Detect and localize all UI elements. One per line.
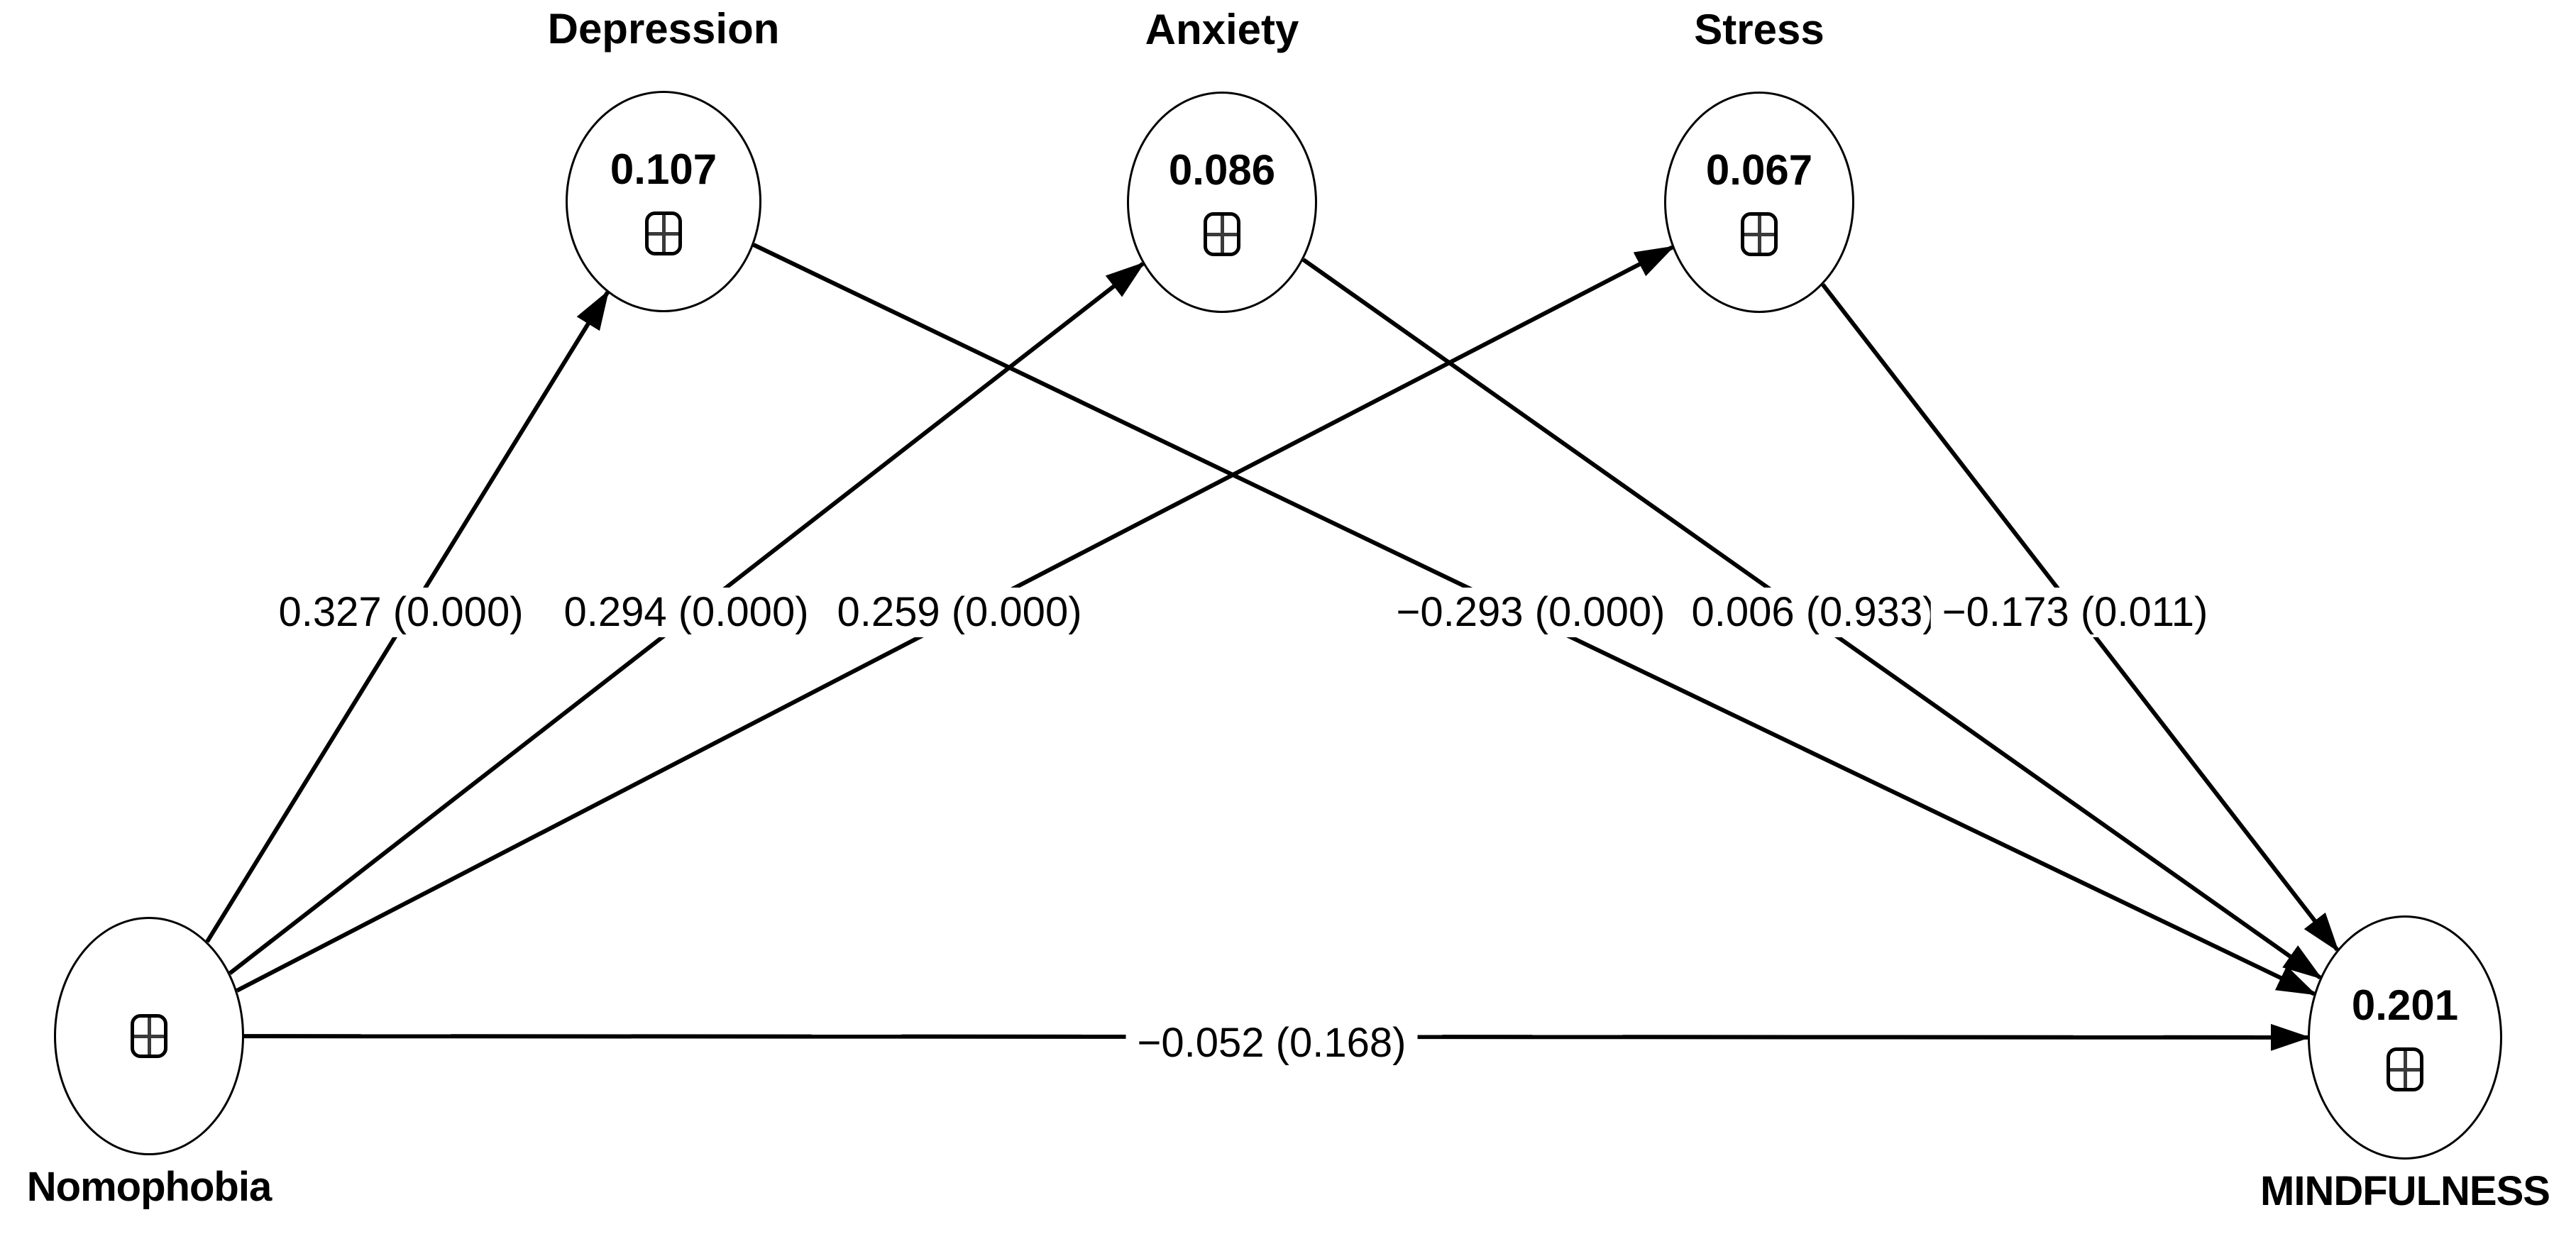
- path-coefficient-nomophobia-anxiety: 0.294 (0.000): [552, 588, 820, 637]
- expand-plus-icon[interactable]: [2387, 1047, 2423, 1091]
- node-r2-value: 0.086: [1168, 146, 1276, 194]
- node-nomophobia[interactable]: [54, 917, 244, 1155]
- expand-plus-icon[interactable]: [645, 211, 682, 255]
- node-depression[interactable]: 0.107: [566, 91, 761, 312]
- expand-plus-icon[interactable]: [1204, 212, 1240, 256]
- node-label-stress: Stress: [1694, 6, 1824, 53]
- node-r2-value: 0.067: [1705, 146, 1813, 194]
- node-stress[interactable]: 0.067: [1664, 92, 1854, 313]
- path-coefficient-nomophobia-depression: 0.327 (0.000): [267, 588, 535, 637]
- expand-plus-icon[interactable]: [1741, 212, 1778, 256]
- node-label-anxiety: Anxiety: [1145, 6, 1299, 53]
- path-coefficient-nomophobia-stress: 0.259 (0.000): [825, 588, 1094, 637]
- expand-plus-icon[interactable]: [131, 1014, 167, 1058]
- path-coefficient-stress-mindfulness: −0.173 (0.011): [1930, 588, 2220, 637]
- node-r2-value: 0.107: [610, 145, 717, 193]
- path-coefficient-depression-mindfulness: −0.293 (0.000): [1385, 588, 1677, 637]
- node-anxiety[interactable]: 0.086: [1127, 92, 1317, 313]
- node-label-depression: Depression: [547, 5, 780, 53]
- node-label-mindfulness: MINDFULNESS: [2260, 1168, 2550, 1214]
- node-r2-value: 0.201: [2351, 981, 2459, 1029]
- path-coefficient-nomophobia-mindfulness: −0.052 (0.168): [1125, 1018, 1418, 1068]
- path-coefficient-anxiety-mindfulness: 0.006 (0.933): [1680, 588, 1948, 637]
- node-mindfulness[interactable]: 0.201: [2308, 915, 2502, 1160]
- node-label-nomophobia: Nomophobia: [26, 1164, 272, 1210]
